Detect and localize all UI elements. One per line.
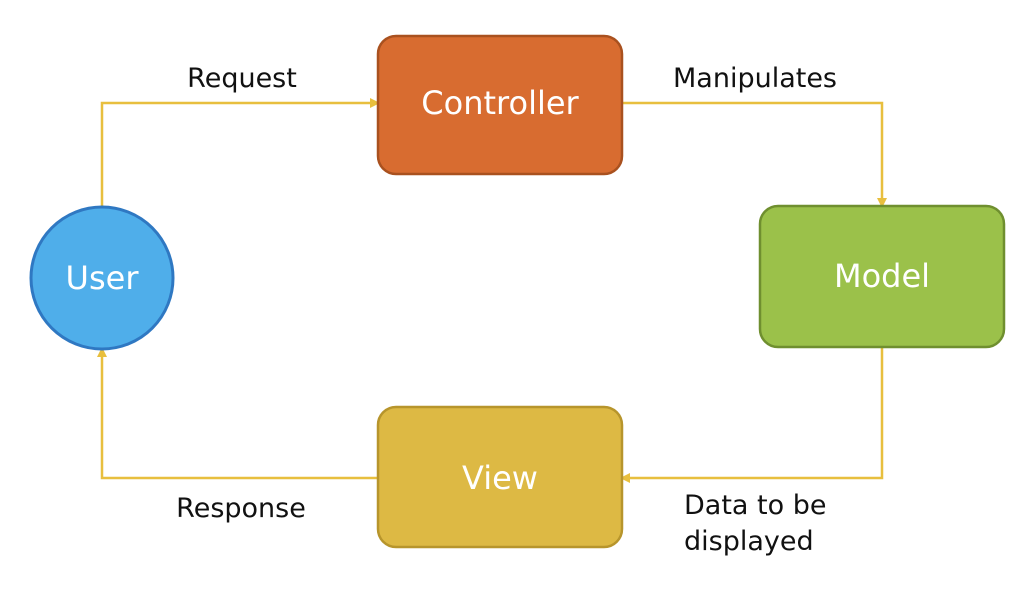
edge-labels: Request Manipulates Data to be displayed… xyxy=(176,63,837,557)
response-arrow xyxy=(97,347,378,480)
data-to-be-displayed-arrow xyxy=(620,347,884,483)
request-arrow xyxy=(100,98,380,207)
manipulates-arrow xyxy=(621,101,887,208)
view-label: View xyxy=(462,459,538,497)
controller-label: Controller xyxy=(421,84,579,122)
model-label: Model xyxy=(834,257,930,295)
model-box xyxy=(758,204,1006,349)
edges xyxy=(97,98,887,483)
data-to-be-displayed-line-2: displayed xyxy=(684,526,814,557)
controller-node: Controller xyxy=(376,34,624,176)
data-to-be-displayed-label: Data to be displayed xyxy=(684,490,835,557)
view-node: View xyxy=(376,405,624,549)
user-node: User xyxy=(29,205,175,351)
model-node: Model xyxy=(758,204,1006,349)
user-circle xyxy=(29,205,175,351)
user-label: User xyxy=(66,259,140,297)
controller-box xyxy=(376,34,624,176)
view-box xyxy=(376,405,624,549)
request-label: Request xyxy=(187,63,297,94)
data-to-be-displayed-line-1: Data to be xyxy=(684,490,827,521)
manipulates-label: Manipulates xyxy=(673,63,837,94)
response-label: Response xyxy=(176,493,306,524)
